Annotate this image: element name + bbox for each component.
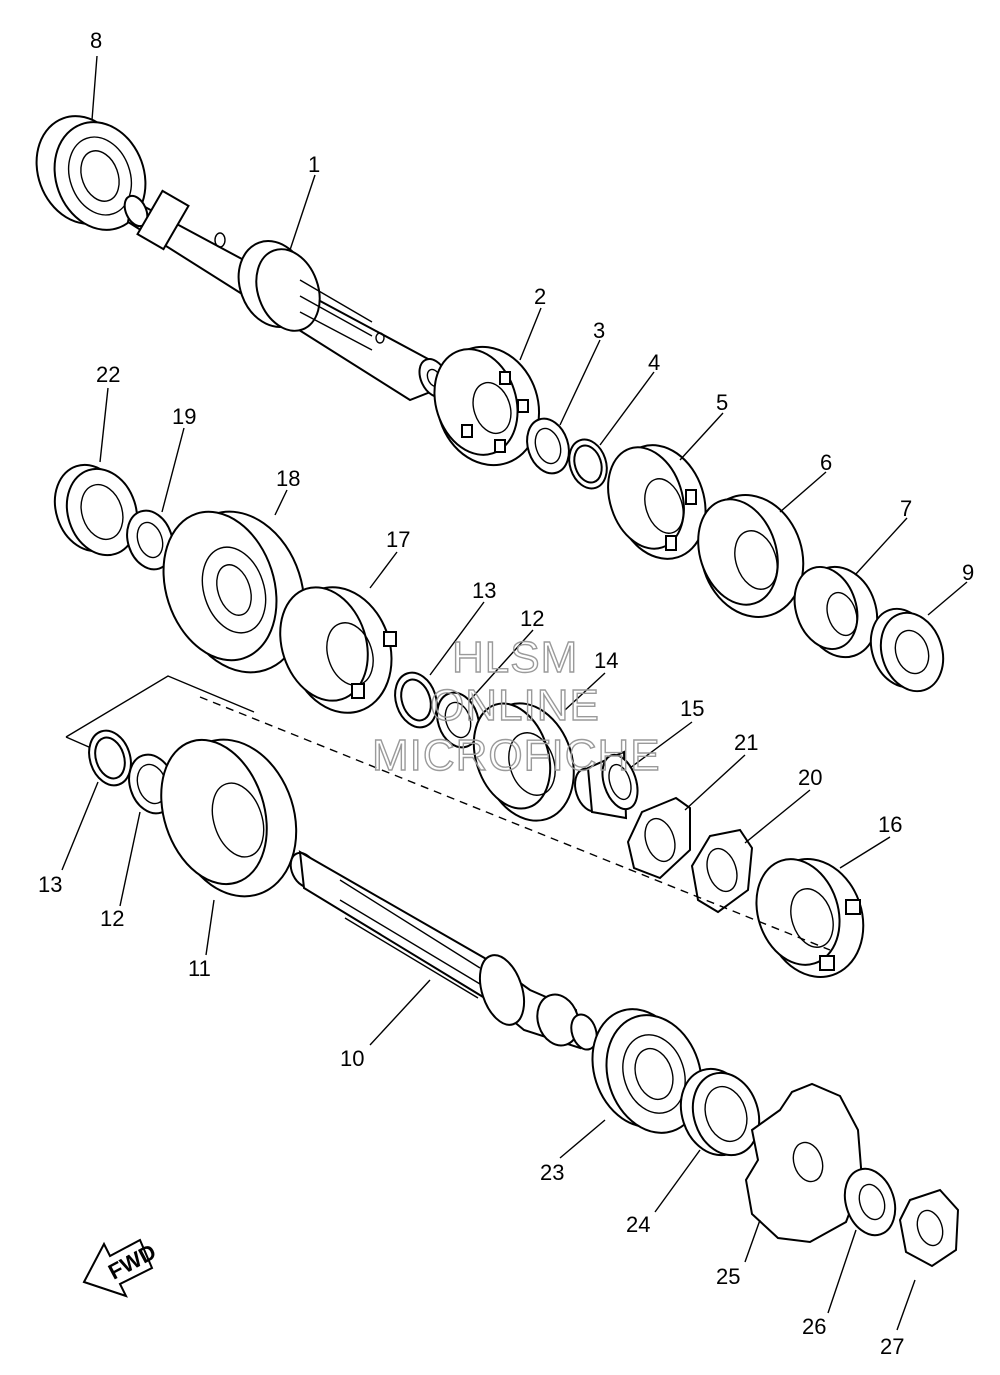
label-part-25: 25: [716, 1264, 740, 1289]
watermark: HLSM ONLINE MICROFICHE: [371, 632, 661, 780]
lock-washer-part-26[interactable]: [837, 1162, 904, 1242]
label-part-17: 17: [386, 527, 410, 552]
circlip-part-4[interactable]: [563, 435, 613, 494]
label-part-12-upper: 12: [520, 606, 544, 631]
main-axle-part-1[interactable]: [120, 189, 454, 402]
watermark-line-2: ONLINE: [430, 681, 600, 730]
label-part-7: 7: [900, 496, 912, 521]
gear-part-14[interactable]: [461, 691, 588, 832]
bearing-part-9[interactable]: [861, 601, 953, 700]
label-part-13-lower: 13: [38, 872, 62, 897]
collar-part-15[interactable]: [570, 750, 644, 820]
circlip-part-13-lower[interactable]: [82, 725, 137, 791]
part-labels: 8 1 2 3 4 5 6 7 9 22 19 18 17 13 12 14 1…: [38, 28, 974, 1359]
label-part-5: 5: [716, 390, 728, 415]
label-part-2: 2: [534, 284, 546, 309]
gear-part-6[interactable]: [685, 482, 819, 631]
label-part-23: 23: [540, 1160, 564, 1185]
label-part-4: 4: [648, 350, 660, 375]
label-part-22: 22: [96, 362, 120, 387]
label-part-8: 8: [90, 28, 102, 53]
drive-axle-part-10[interactable]: [286, 849, 601, 1053]
label-part-13-upper: 13: [472, 578, 496, 603]
gear-part-11[interactable]: [144, 723, 316, 912]
label-part-26: 26: [802, 1314, 826, 1339]
assembly-bracket: [65, 675, 255, 738]
circlip-part-13-upper[interactable]: [388, 667, 443, 733]
bearing-part-8[interactable]: [22, 103, 160, 242]
label-part-3: 3: [593, 318, 605, 343]
label-part-19: 19: [172, 404, 196, 429]
label-part-18: 18: [276, 466, 300, 491]
label-part-16: 16: [878, 812, 902, 837]
gear-part-16[interactable]: [743, 846, 878, 990]
label-part-21: 21: [734, 730, 758, 755]
label-part-1: 1: [308, 152, 320, 177]
sprocket-part-25[interactable]: [744, 1082, 864, 1244]
nut-part-27[interactable]: [898, 1188, 960, 1268]
gear-part-5[interactable]: [596, 433, 720, 571]
label-part-12-lower: 12: [100, 906, 124, 931]
washer-part-12-upper[interactable]: [430, 687, 485, 753]
label-part-15: 15: [680, 696, 704, 721]
label-part-10: 10: [340, 1046, 364, 1071]
label-part-20: 20: [798, 765, 822, 790]
washer-part-19[interactable]: [120, 505, 180, 576]
assembly-bracket-top: [199, 696, 831, 951]
label-part-6: 6: [820, 450, 832, 475]
washer-part-3[interactable]: [520, 413, 575, 479]
gear-part-2[interactable]: [421, 333, 554, 478]
lock-washer-part-20[interactable]: [690, 828, 754, 914]
watermark-line-1: HLSM: [452, 633, 578, 682]
bearing-part-23[interactable]: [578, 997, 717, 1146]
label-part-14: 14: [594, 648, 618, 673]
label-part-11: 11: [188, 956, 211, 981]
label-part-9: 9: [962, 560, 974, 585]
watermark-line-3: MICROFICHE: [372, 731, 661, 780]
bearing-part-22[interactable]: [44, 456, 148, 565]
gear-part-17[interactable]: [266, 574, 407, 727]
leader-lines: [61, 55, 968, 1331]
label-part-24: 24: [626, 1212, 650, 1237]
label-part-27: 27: [880, 1334, 904, 1359]
gear-part-7[interactable]: [784, 557, 888, 667]
fwd-arrow-icon: FWD: [82, 1238, 160, 1298]
gear-part-18[interactable]: [145, 495, 324, 689]
oil-seal-part-24[interactable]: [670, 1060, 769, 1165]
lock-washer-part-21[interactable]: [626, 796, 691, 880]
